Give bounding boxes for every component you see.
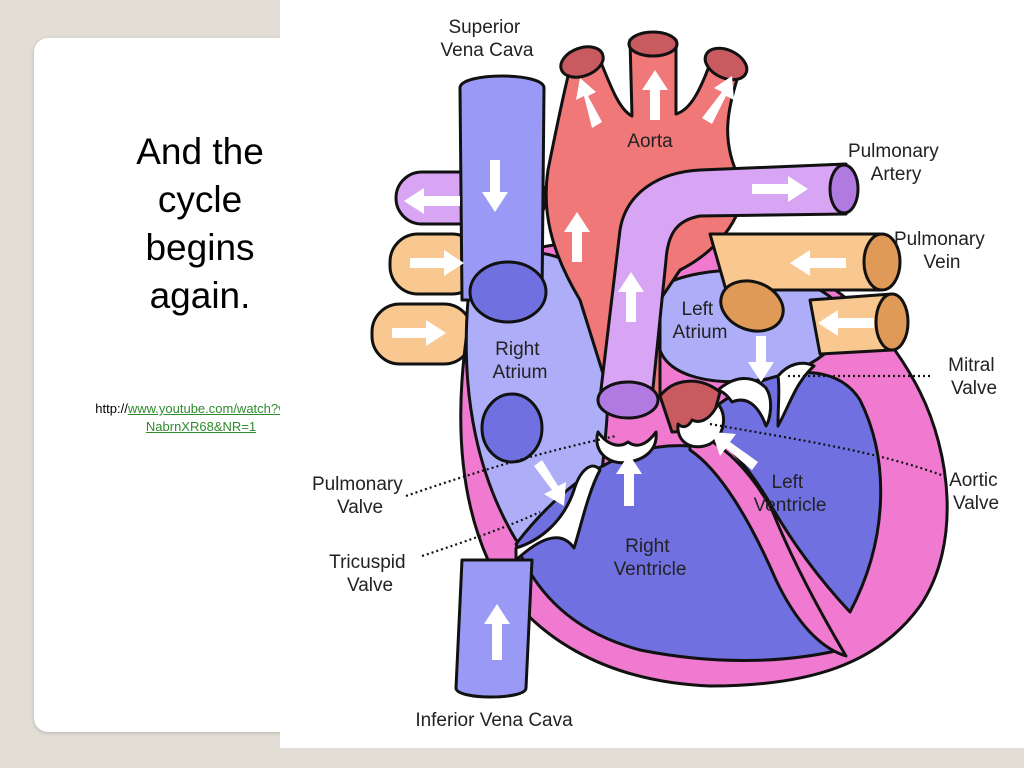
slide-title: And the cycle begins again. (100, 128, 300, 320)
label-tricuspid-valve: Tricuspid Valve (329, 552, 411, 596)
label-line: Vein (924, 252, 961, 273)
label-line: Atrium (673, 322, 728, 343)
pulmonary-artery-end (828, 163, 860, 215)
aorta-right-branch-end (703, 46, 749, 82)
label-line: Valve (347, 575, 393, 596)
pulmonary-artery-root (596, 380, 660, 420)
flow-arrows (392, 70, 874, 660)
arrow-down-icon (482, 160, 508, 212)
label-line: Vena Cava (441, 40, 534, 61)
pulmonary-veins-right (708, 232, 910, 356)
pulmonary-vein-opening (719, 279, 785, 333)
arrow-left-icon (818, 310, 874, 336)
arrow-up-icon (642, 70, 668, 120)
title-line: begins (145, 227, 255, 268)
label-right-atrium: Right Atrium (493, 339, 548, 383)
label-line: Tricuspid (329, 552, 405, 573)
youtube-link[interactable]: www.youtube.com/watch?v=0oNabrnXR68&NR=1 (127, 401, 307, 434)
aorta-left-branch-end (559, 45, 605, 79)
vena-cava (454, 74, 548, 699)
label-left-ventricle: Left Ventricle (754, 472, 827, 516)
heart-diagram: Superior Vena Cava Pulmonary Artery Pulm… (312, 17, 1003, 731)
arrow-up-icon (712, 432, 758, 470)
label-right-ventricle: Right Ventricle (614, 536, 687, 580)
label-line: Pulmonary (312, 474, 403, 495)
label-line: Valve (953, 493, 999, 514)
label-line: Ventricle (754, 495, 827, 516)
arrow-right-icon (392, 320, 446, 346)
label-aortic-valve: Aortic Valve (949, 470, 1003, 514)
superior-vena-cava-opening (468, 260, 548, 324)
label-mitral-valve: Mitral Valve (948, 355, 1000, 399)
tricuspid-valve-shape (514, 464, 602, 562)
title-line: And the (136, 131, 264, 172)
vein-end-lower (874, 292, 910, 352)
mitral-valve-shape (716, 361, 816, 428)
leader-tricuspid (421, 511, 541, 558)
label-line: Pulmonary (848, 141, 939, 162)
arrow-up-icon (618, 272, 644, 322)
label-line: Superior (448, 17, 520, 38)
label-line: Right (625, 536, 670, 557)
title-line: again. (149, 275, 251, 316)
label-aorta: Aorta (627, 131, 673, 152)
arrow-right-icon (410, 250, 464, 276)
arrow-up-icon (702, 76, 734, 124)
label-line: Pulmonary (894, 229, 985, 250)
label-line: Artery (871, 164, 922, 185)
inferior-vena-cava-opening (480, 392, 544, 464)
label-line: Valve (337, 497, 383, 518)
label-pulmonary-valve: Pulmonary Valve (312, 474, 408, 518)
septum (688, 428, 848, 658)
label-superior-vena-cava: Superior Vena Cava (441, 17, 534, 61)
label-pulmonary-vein: Pulmonary Vein (894, 229, 990, 273)
label-line: Valve (951, 378, 997, 399)
superior-vena-cava-tube (458, 74, 546, 302)
arrow-up-icon (616, 454, 642, 506)
arrow-up-icon (564, 212, 590, 262)
title-line: cycle (157, 179, 243, 220)
source-link-block: http://www.youtube.com/watch?v=0oNabrnXR… (92, 400, 310, 436)
label-inferior-vena-cava: Inferior Vena Cava (415, 710, 573, 731)
label-line: Ventricle (614, 559, 687, 580)
arrow-left-icon (404, 188, 460, 214)
label-line: Left (772, 472, 804, 493)
label-line: Mitral (948, 355, 994, 376)
label-left-atrium: Left Atrium (673, 299, 728, 343)
aortic-valve-shape (676, 402, 726, 449)
pulmonary-valve-shape (595, 430, 658, 465)
pulmonary-artery (596, 162, 860, 420)
valves (514, 361, 816, 562)
heart-diagram-panel: Superior Vena Cava Pulmonary Artery Pulm… (280, 0, 1024, 748)
label-line: Atrium (493, 362, 548, 383)
arrow-down-icon (534, 460, 566, 506)
vein-end-upper (862, 232, 902, 292)
label-line: Left (682, 299, 714, 320)
leader-lines (405, 374, 945, 558)
aorta-center-branch-end (627, 30, 679, 58)
arrow-up-icon (484, 604, 510, 660)
label-pulmonary-artery: Pulmonary Artery (848, 141, 944, 185)
label-line: Aortic (949, 470, 998, 491)
arrow-up-icon (576, 78, 602, 128)
arrow-right-icon (752, 176, 808, 202)
arrow-left-icon (790, 250, 846, 276)
arrow-down-icon (748, 336, 774, 382)
label-line: Right (495, 339, 540, 360)
link-prefix: http:// (95, 401, 128, 416)
